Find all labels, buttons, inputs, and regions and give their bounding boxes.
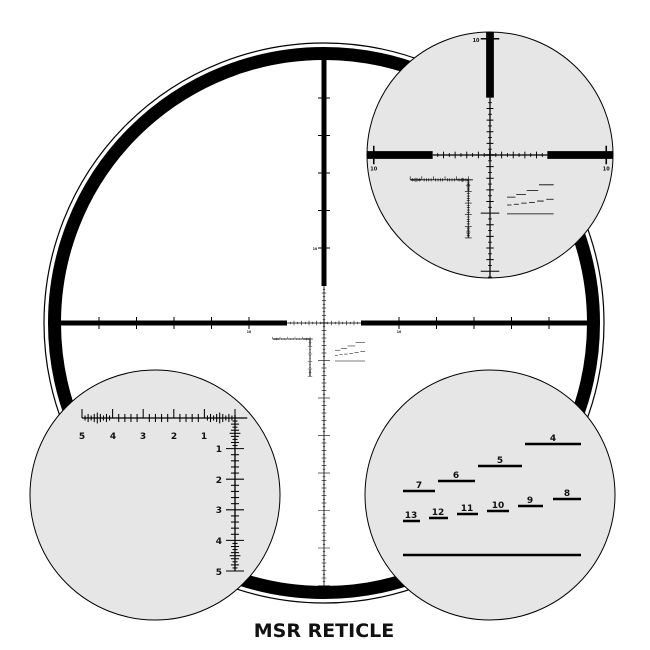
h-label-3: 3 — [140, 432, 146, 442]
holdover-label-12: 12 — [432, 508, 445, 518]
inset-border — [366, 31, 614, 279]
v-label-2: 2 — [216, 476, 222, 486]
inset-holdover-marks: 4 5 6 7 8 9 10 11 12 13 — [364, 369, 616, 621]
inset-ranging-ladder: 5 4 3 2 1 1 2 3 4 5 — [29, 369, 281, 621]
holdover-label-8: 8 — [564, 489, 570, 499]
outer-ring — [43, 42, 605, 604]
holdover-label-5: 5 — [497, 456, 503, 466]
holdover-label-11: 11 — [461, 504, 474, 514]
ranging-ladder-scale — [81, 409, 248, 572]
h-label-2: 2 — [171, 432, 177, 442]
h-label-5: 5 — [79, 432, 85, 442]
inset-center-magnified — [366, 31, 614, 279]
v-label-3: 3 — [216, 506, 222, 516]
holdover-label-6: 6 — [453, 471, 459, 481]
inset-background — [29, 369, 281, 621]
h-label-1: 1 — [201, 432, 207, 442]
diagram-title: MSR RETICLE — [254, 620, 395, 642]
holdover-label-4: 4 — [550, 434, 556, 444]
v-label-4: 4 — [216, 537, 222, 547]
v-label-1: 1 — [216, 445, 222, 455]
h-label-4: 4 — [110, 432, 116, 442]
holdover-lines — [403, 442, 581, 557]
holdover-label-9: 9 — [527, 496, 533, 506]
holdover-label-7: 7 — [416, 481, 422, 491]
holdover-label-10: 10 — [492, 501, 505, 511]
holdover-label-13: 13 — [405, 511, 418, 521]
v-label-5: 5 — [216, 568, 222, 578]
inset-background — [364, 369, 616, 621]
